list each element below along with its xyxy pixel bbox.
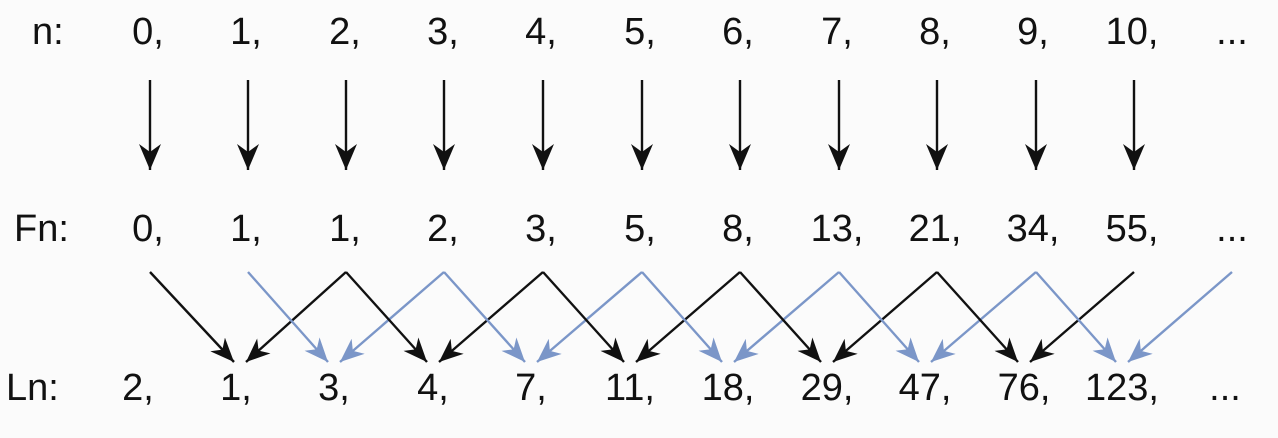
diag-arrow-l5-from-f6: [635, 271, 741, 363]
n-value-0: 0,: [132, 11, 164, 53]
row-label-fn: Fn:: [14, 208, 69, 250]
ln-value-10: 123,: [1085, 367, 1159, 409]
diag-arrow-l5-from-f4: [542, 271, 625, 363]
ln-value-0: 2,: [122, 367, 154, 409]
ln-value-6: 18,: [702, 367, 755, 409]
diag-arrow-l3-from-f2: [345, 271, 428, 363]
ln-value-1: 1,: [220, 367, 252, 409]
diag-arrow-l10-from-f9: [1035, 271, 1117, 363]
diag-arrow-l4-from-f5: [536, 271, 643, 363]
n-value-8: 8,: [919, 11, 951, 53]
ln-value-11: ...: [1209, 367, 1241, 409]
ln-value-8: 47,: [899, 367, 952, 409]
diag-arrow-l1-from-f2: [245, 271, 347, 363]
diag-arrow-l6-from-f5: [641, 271, 723, 363]
ln-value-5: 11,: [605, 367, 655, 409]
row-label-n: n:: [32, 11, 64, 53]
diag-arrow-l2-from-f1: [247, 271, 329, 363]
diag-arrow-l2-from-f3: [339, 271, 445, 363]
diag-arrow-l1-from-f0: [149, 271, 235, 363]
n-value-10: 10,: [1106, 11, 1159, 53]
ln-value-2: 3,: [318, 367, 350, 409]
fn-values-row: 0, 1, 1, 2, 3, 5, 8, 13, 21, 34, 55,...: [132, 208, 1248, 250]
ln-value-3: 4,: [417, 367, 449, 409]
n-value-5: 5,: [624, 11, 656, 53]
fn-value-8: 21,: [909, 208, 962, 250]
fn-to-ln-arrows: [149, 271, 1233, 363]
fn-value-3: 2,: [427, 208, 459, 250]
fn-value-5: 5,: [624, 208, 656, 250]
n-value-4: 4,: [525, 11, 557, 53]
diag-arrow-l3-from-f4: [438, 271, 544, 363]
fn-value-6: 8,: [722, 208, 754, 250]
ln-values-row: 2, 1, 3, 4, 7, 11, 18, 29, 47, 76, 123,...: [122, 367, 1241, 409]
ln-value-7: 29,: [801, 367, 854, 409]
fn-value-1: 1,: [230, 208, 262, 250]
fn-value-0: 0,: [132, 208, 164, 250]
diag-arrow-l6-from-f7: [733, 271, 840, 363]
diag-arrow-l4-from-f3: [443, 271, 526, 363]
fn-value-4: 3,: [525, 208, 557, 250]
fn-value-10: 55,: [1106, 208, 1159, 250]
n-value-9: 9,: [1017, 11, 1049, 53]
diag-arrow-l8-from-f7: [838, 271, 920, 363]
n-value-1: 1,: [230, 11, 262, 53]
diag-arrow-l9-from-f8: [936, 271, 1019, 363]
n-to-fn-arrows: [139, 80, 1145, 170]
diag-arrow-l8-from-f9: [930, 271, 1037, 363]
ln-value-4: 7,: [515, 367, 547, 409]
diag-arrow-l10-from-f11: [1127, 271, 1233, 363]
diag-arrow-l7-from-f8: [832, 271, 938, 363]
row-label-ln: Ln:: [6, 367, 59, 409]
fn-value-9: 34,: [1007, 208, 1060, 250]
n-value-6: 6,: [722, 11, 754, 53]
fn-value-2: 1,: [329, 208, 361, 250]
n-value-7: 7,: [821, 11, 853, 53]
n-value-3: 3,: [427, 11, 459, 53]
diag-arrow-l7-from-f6: [739, 271, 822, 363]
n-values-row: 0, 1, 2, 3, 4, 5, 6, 7, 8, 9, 10,...: [132, 11, 1248, 53]
fn-value-11: ...: [1216, 208, 1248, 250]
diag-arrow-l9-from-f10: [1029, 271, 1135, 363]
n-value-2: 2,: [329, 11, 361, 53]
n-value-11: ...: [1216, 11, 1248, 53]
ln-value-9: 76,: [998, 367, 1051, 409]
fn-value-7: 13,: [811, 208, 864, 250]
